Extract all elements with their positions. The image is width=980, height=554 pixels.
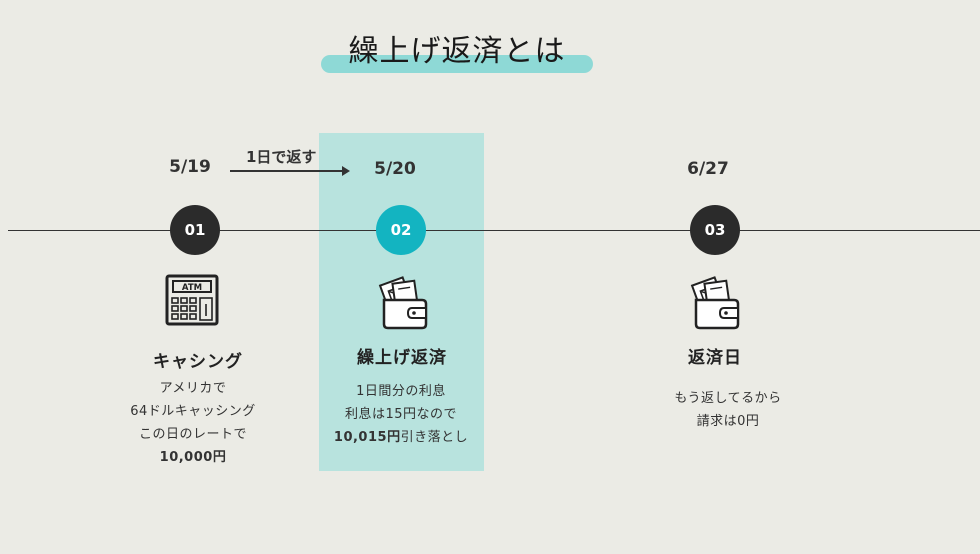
step-2-line: 1日間分の利息 (356, 384, 446, 399)
arrow-line (230, 170, 344, 172)
timeline-line (8, 230, 980, 231)
step-1-heading: キャシング (153, 352, 243, 372)
step-2-badge: 02 (376, 205, 426, 255)
step-2-date: 5/20 (374, 159, 416, 179)
step-2-line-rest: 引き落とし (400, 430, 469, 445)
page-title: 繰上げ返済とは (348, 34, 566, 69)
wallet-icon (378, 276, 430, 336)
step-1-line: 64ドルキャッシング (130, 404, 256, 419)
step-1-line: アメリカで (159, 381, 227, 396)
atm-icon: ATM (165, 274, 219, 330)
step-2-description: 1日間分の利息 利息は15円なので 10,015円引き落とし (306, 380, 496, 449)
step-2-heading: 繰上げ返済 (357, 348, 447, 368)
step-1-amount: 10,000円 (159, 450, 227, 465)
step-1-line: この日のレートで (138, 427, 247, 442)
step-3-heading: 返済日 (688, 348, 742, 368)
title-area: 繰上げ返済とは (0, 0, 980, 80)
step-1-description: アメリカで 64ドルキャッシング この日のレートで 10,000円 (98, 377, 288, 469)
wallet-icon (690, 276, 742, 336)
step-1-date: 5/19 (169, 157, 211, 177)
step-3-description: もう返してるから 請求は0円 (633, 387, 823, 433)
title-underline-bar (321, 55, 593, 73)
step-2-line: 10,015円引き落とし (306, 426, 496, 449)
atm-label: ATM (182, 283, 202, 293)
step-3-line: 請求は0円 (696, 414, 760, 429)
arrow-head-icon (342, 166, 350, 176)
arrow-label: 1日で返す (246, 148, 317, 166)
step-2-line: 利息は15円なので (344, 407, 458, 422)
step-3-badge: 03 (690, 205, 740, 255)
step-1-badge: 01 (170, 205, 220, 255)
step-3-line: もう返してるから (674, 391, 782, 406)
step-3-date: 6/27 (687, 159, 729, 179)
step-2-amount: 10,015円 (333, 430, 401, 445)
